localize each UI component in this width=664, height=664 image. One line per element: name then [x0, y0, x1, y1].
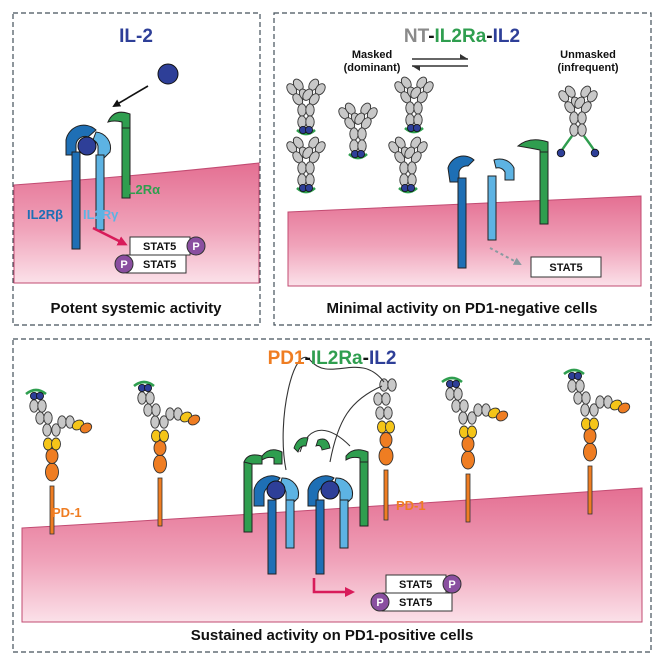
stat5-label: STAT5 [143, 241, 176, 253]
phospho-label: P [448, 579, 455, 591]
il2rg-receptor [339, 499, 349, 549]
phospho-label: P [120, 259, 127, 271]
unmasked-antibody-icon [556, 83, 600, 158]
panel-il2 [12, 12, 261, 326]
receptor-complex-1 [243, 449, 299, 575]
il2ra-receptor [359, 461, 369, 527]
unmasked-label: Unmasked [560, 49, 616, 61]
phospho-icon [114, 254, 134, 274]
panel-a-title: IL-2 [119, 26, 153, 47]
stat5-label: STAT5 [549, 262, 582, 274]
pd1-label-right: PD-1 [396, 498, 426, 513]
il2rb-receptor [315, 499, 325, 575]
phospho-icon [370, 592, 390, 612]
signal-arrow [312, 578, 355, 597]
stat5-label: STAT5 [399, 579, 432, 591]
il2rg-receptor [95, 154, 105, 231]
label-il2rb: IL2Rβ [27, 207, 63, 222]
signal-arrow [92, 226, 128, 246]
masked-sub: (dominant) [344, 62, 401, 74]
il2-ligand-icon [157, 63, 179, 85]
bound-il2-icon [320, 480, 340, 500]
pd1-label-left: PD-1 [52, 505, 82, 520]
panel-nt-il2ra-il2 [273, 12, 652, 326]
il2rg-receptor [285, 499, 295, 549]
bound-il2-icon [77, 136, 97, 156]
receptor-complex-2 [307, 449, 369, 575]
label-il2ra: IL2Rα [124, 182, 160, 197]
label-il2rg: IL2Rγ [83, 207, 119, 222]
panel-c-caption: Sustained activity on PD1-positive cells [191, 627, 474, 644]
pd1-receptor-engaged [373, 378, 397, 521]
phospho-icon [186, 236, 206, 256]
il2ra-receptor [539, 151, 549, 225]
binding-arrow [112, 85, 149, 108]
il2ra-receptor [243, 461, 253, 533]
panel-pd1-il2ra-il2 [12, 338, 652, 653]
il2rg-receptor [487, 175, 497, 241]
phospho-label: P [192, 241, 199, 253]
panel-c-title: PD1-IL2Ra-IL2 [268, 348, 397, 369]
il2rb-receptor [267, 499, 277, 575]
panel-a-caption: Potent systemic activity [51, 300, 223, 317]
phospho-icon [442, 574, 462, 594]
stat5-label: STAT5 [399, 597, 432, 609]
phospho-label: P [376, 597, 383, 609]
unmasked-sub: (infrequent) [557, 62, 618, 74]
il2rb-receptor [457, 177, 467, 269]
masked-label: Masked [352, 49, 392, 61]
il2ra-receptor [121, 127, 131, 199]
bound-il2-icon [266, 480, 286, 500]
linker [282, 356, 385, 471]
panel-b-caption: Minimal activity on PD1-negative cells [327, 300, 598, 317]
stat5-label: STAT5 [143, 259, 176, 271]
il2rb-receptor [71, 151, 81, 250]
panel-b-title: NT-IL2Ra-IL2 [404, 26, 520, 47]
